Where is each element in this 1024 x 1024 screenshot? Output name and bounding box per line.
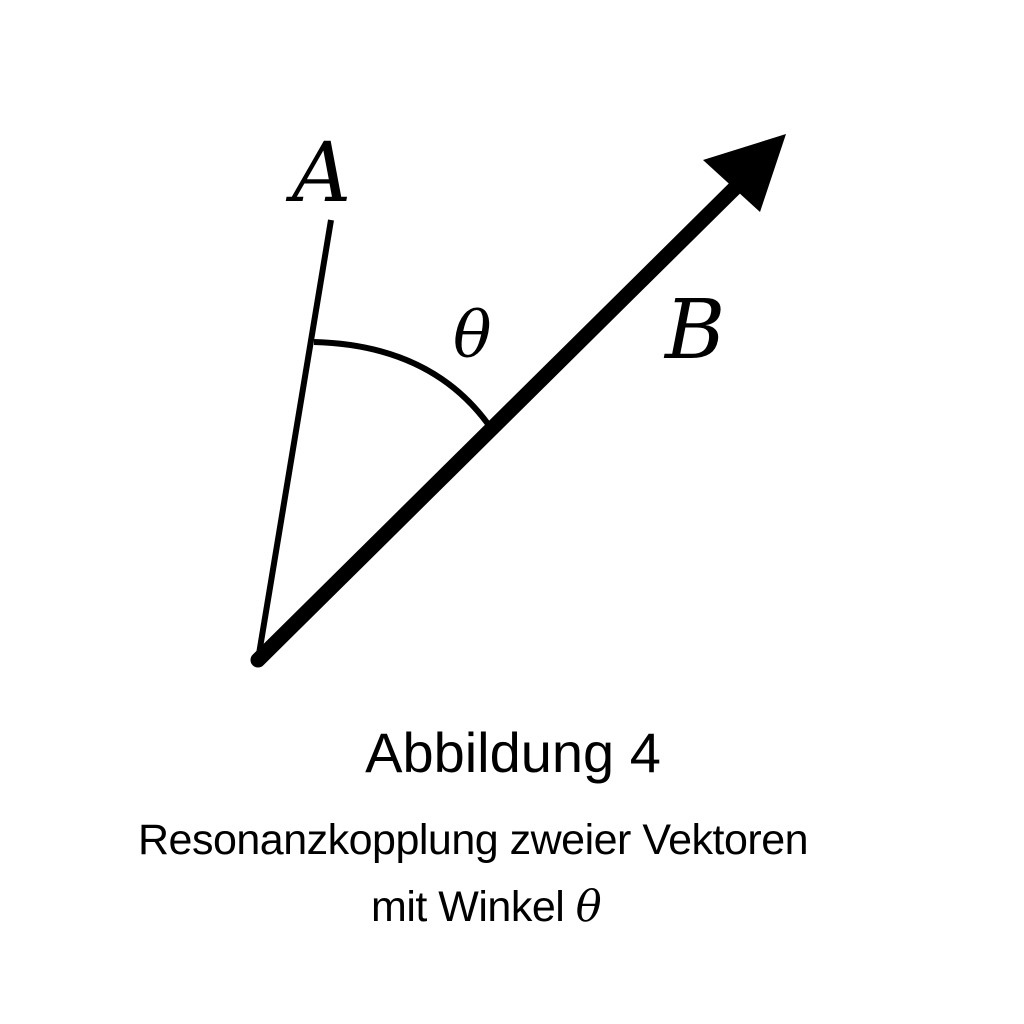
vector-b-line: [250, 170, 753, 668]
figure-caption-line-2: mit Winkel θ: [371, 880, 602, 934]
figure-caption-line-2-text: mit Winkel: [371, 883, 576, 931]
caption-theta-symbol: θ: [575, 882, 602, 932]
figure-caption-title: Abbildung 4: [365, 721, 661, 784]
vector-a-line: [255, 219, 334, 661]
angle-theta-label: θ: [453, 299, 492, 373]
vector-b-label: B: [663, 283, 725, 378]
angle-arc: [313, 339, 491, 426]
vector-a-label: A: [285, 126, 351, 221]
vector-b-arrowhead: [703, 134, 786, 212]
figure-caption-line-1: Resonanzkopplung zweier Vektoren: [138, 816, 809, 864]
